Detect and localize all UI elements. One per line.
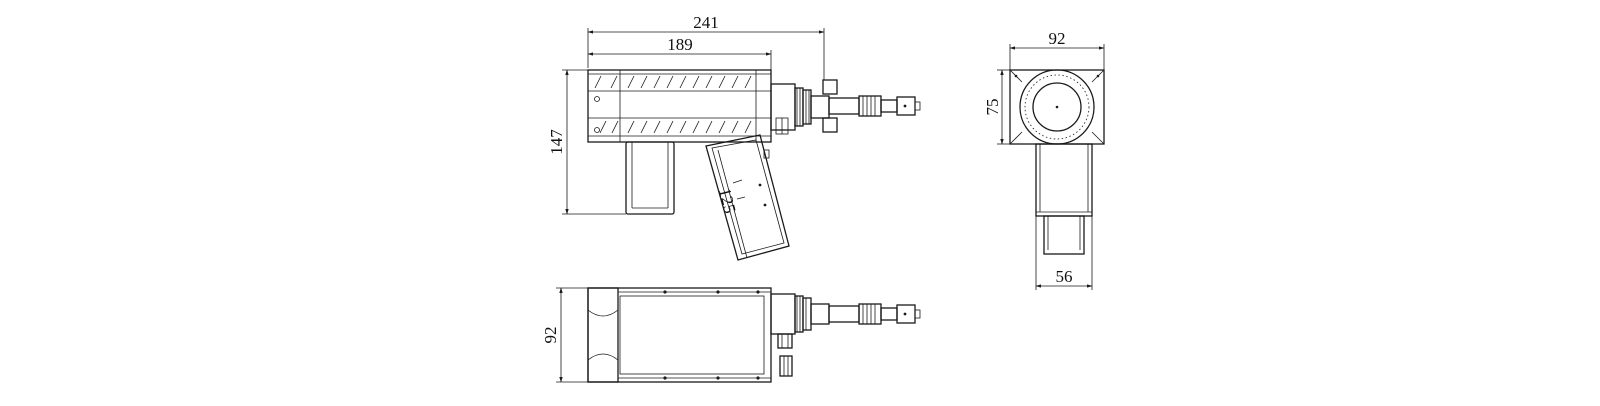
dim-label-241: 241	[693, 13, 719, 32]
dim-label-56: 56	[1056, 267, 1073, 286]
front-grip	[1035, 143, 1093, 217]
top-view: 92	[541, 287, 921, 383]
dim-label-92-front: 92	[1049, 29, 1066, 48]
dim-front-width: 92	[1009, 29, 1105, 70]
dim-front-neck-width: 56	[1035, 216, 1093, 290]
dim-handle-length: 125	[715, 149, 748, 259]
dim-label-147: 147	[547, 129, 566, 155]
side-view: 241 189 147 125	[547, 13, 921, 261]
dim-label-125: 125	[715, 186, 740, 215]
dim-label-189: 189	[667, 35, 693, 54]
side-nozzle-assembly	[770, 79, 921, 135]
rear-grip	[625, 141, 675, 215]
dim-side-total-length: 241	[587, 13, 825, 80]
front-handle-end	[1043, 215, 1085, 255]
side-body	[587, 69, 772, 143]
top-body	[587, 287, 772, 383]
dim-label-75: 75	[983, 99, 1002, 116]
angled-handle	[705, 134, 790, 261]
dim-side-body-length: 189	[587, 35, 772, 70]
vent-slots	[594, 75, 752, 134]
dim-front-head-height: 75	[983, 69, 1010, 145]
front-lens	[1032, 82, 1082, 132]
dim-label-92-top: 92	[541, 327, 560, 344]
front-view: 92 75 56	[983, 29, 1105, 290]
dim-side-total-height: 147	[547, 69, 626, 215]
dim-top-width: 92	[541, 287, 588, 383]
